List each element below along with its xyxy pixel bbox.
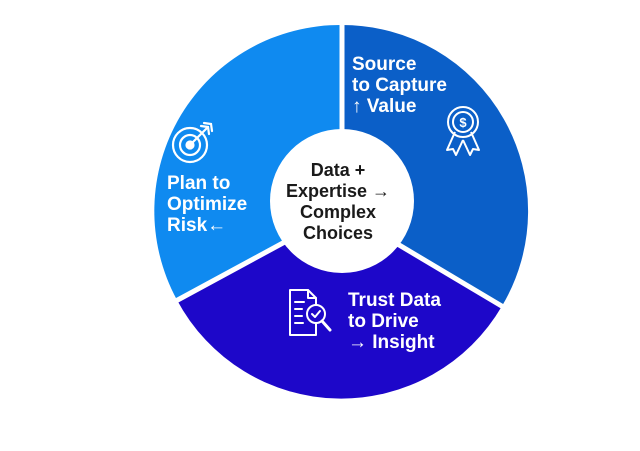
segment-left-line-2: Optimize [167,194,248,215]
center-line-1: Data + [310,160,366,180]
segment-bottom-line-1: Trust Data [348,290,441,311]
segment-left-line-1: Plan to [167,173,231,194]
segment-left-line-3: Risk← [167,215,227,236]
center-line-4: Choices [302,223,374,243]
segment-bottom-line-2: to Drive [348,311,419,332]
segment-top-right-label: Source to Capture ↑ Value [352,54,447,117]
segment-bottom-line-3: → Insight [348,332,435,353]
center-circle [270,129,414,273]
svg-text:$: $ [459,115,467,130]
segment-left-label: Plan to Optimize Risk← [167,173,247,236]
center-line-3: Complex [299,202,377,222]
segment-top-right-line-3: ↑ Value [352,96,417,117]
target-arrow-icon [171,121,214,164]
award-ribbon-dollar-icon: $ [446,106,480,156]
center-label: Data + Expertise → Complex Choices [263,160,413,244]
segment-bottom-label: Trust Data to Drive → Insight [348,290,441,353]
center-line-2: Expertise → [285,181,391,201]
segment-top-right-line-2: to Capture [352,75,447,96]
segment-top-right-line-1: Source [352,54,417,75]
document-magnifier-check-icon [289,289,332,336]
